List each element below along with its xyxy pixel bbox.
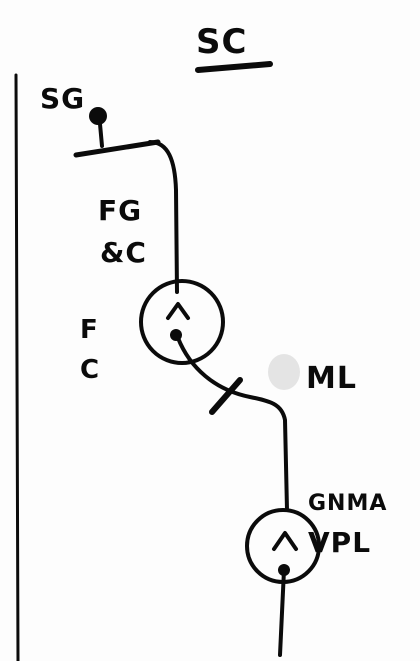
nucleus-circle-upper <box>139 279 225 365</box>
lower-synapse-arrow <box>272 531 298 551</box>
fasciculus-axon <box>148 140 179 294</box>
first-neuron-bar <box>73 139 161 158</box>
first-neuron-stem <box>98 122 104 148</box>
label-f: F <box>80 315 99 345</box>
margin-line <box>14 73 20 661</box>
first-neuron-soma <box>89 107 107 125</box>
title-underline <box>195 61 273 73</box>
label-fg: FG <box>98 194 142 227</box>
label-ml: ML <box>306 361 357 396</box>
label-c: C <box>80 355 100 385</box>
title-label: SC <box>196 22 247 62</box>
label-fc: &C <box>100 236 147 269</box>
third-neuron-axon <box>278 568 286 657</box>
label-sg: SG <box>40 82 85 115</box>
label-gnma: GNMA <box>308 491 387 516</box>
eraser-smudge <box>268 354 300 390</box>
decussation-mark <box>209 377 243 415</box>
upper-synapse-arrow <box>166 302 190 320</box>
lemniscus-axon <box>176 336 289 512</box>
